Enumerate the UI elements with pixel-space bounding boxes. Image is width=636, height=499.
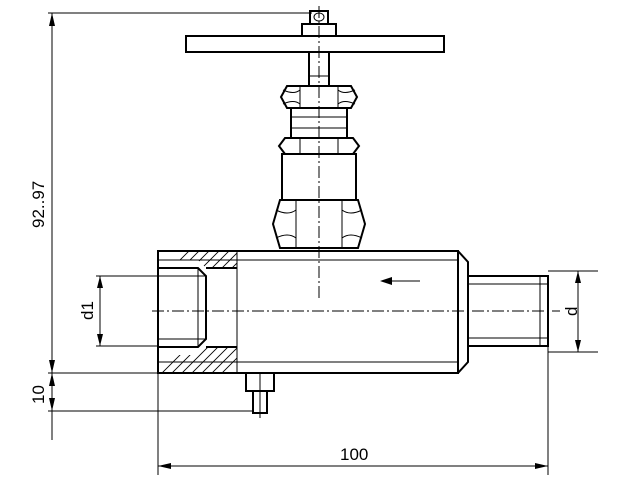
dimension-body-length: 100	[157, 346, 549, 475]
overall-height-label: 92..97	[29, 181, 48, 228]
handwheel	[185, 10, 445, 53]
valve-body	[157, 250, 469, 374]
inlet-port	[158, 267, 237, 348]
body-length-label: 100	[340, 445, 368, 464]
flow-arrow	[380, 277, 420, 285]
center-lines	[152, 6, 560, 312]
section-hatch	[158, 251, 237, 373]
union-hex	[271, 199, 367, 249]
dimension-inlet-diameter: d1	[78, 275, 158, 347]
dimension-bottom-offset: 10	[29, 373, 253, 440]
dimension-outlet-diameter: d	[548, 270, 598, 353]
bottom-offset-label: 10	[29, 385, 48, 404]
outlet-diameter-label: d	[562, 307, 581, 316]
drain-plug	[245, 372, 275, 418]
dimension-overall-height: 92..97	[29, 12, 312, 374]
inlet-diameter-label: d1	[78, 301, 97, 320]
